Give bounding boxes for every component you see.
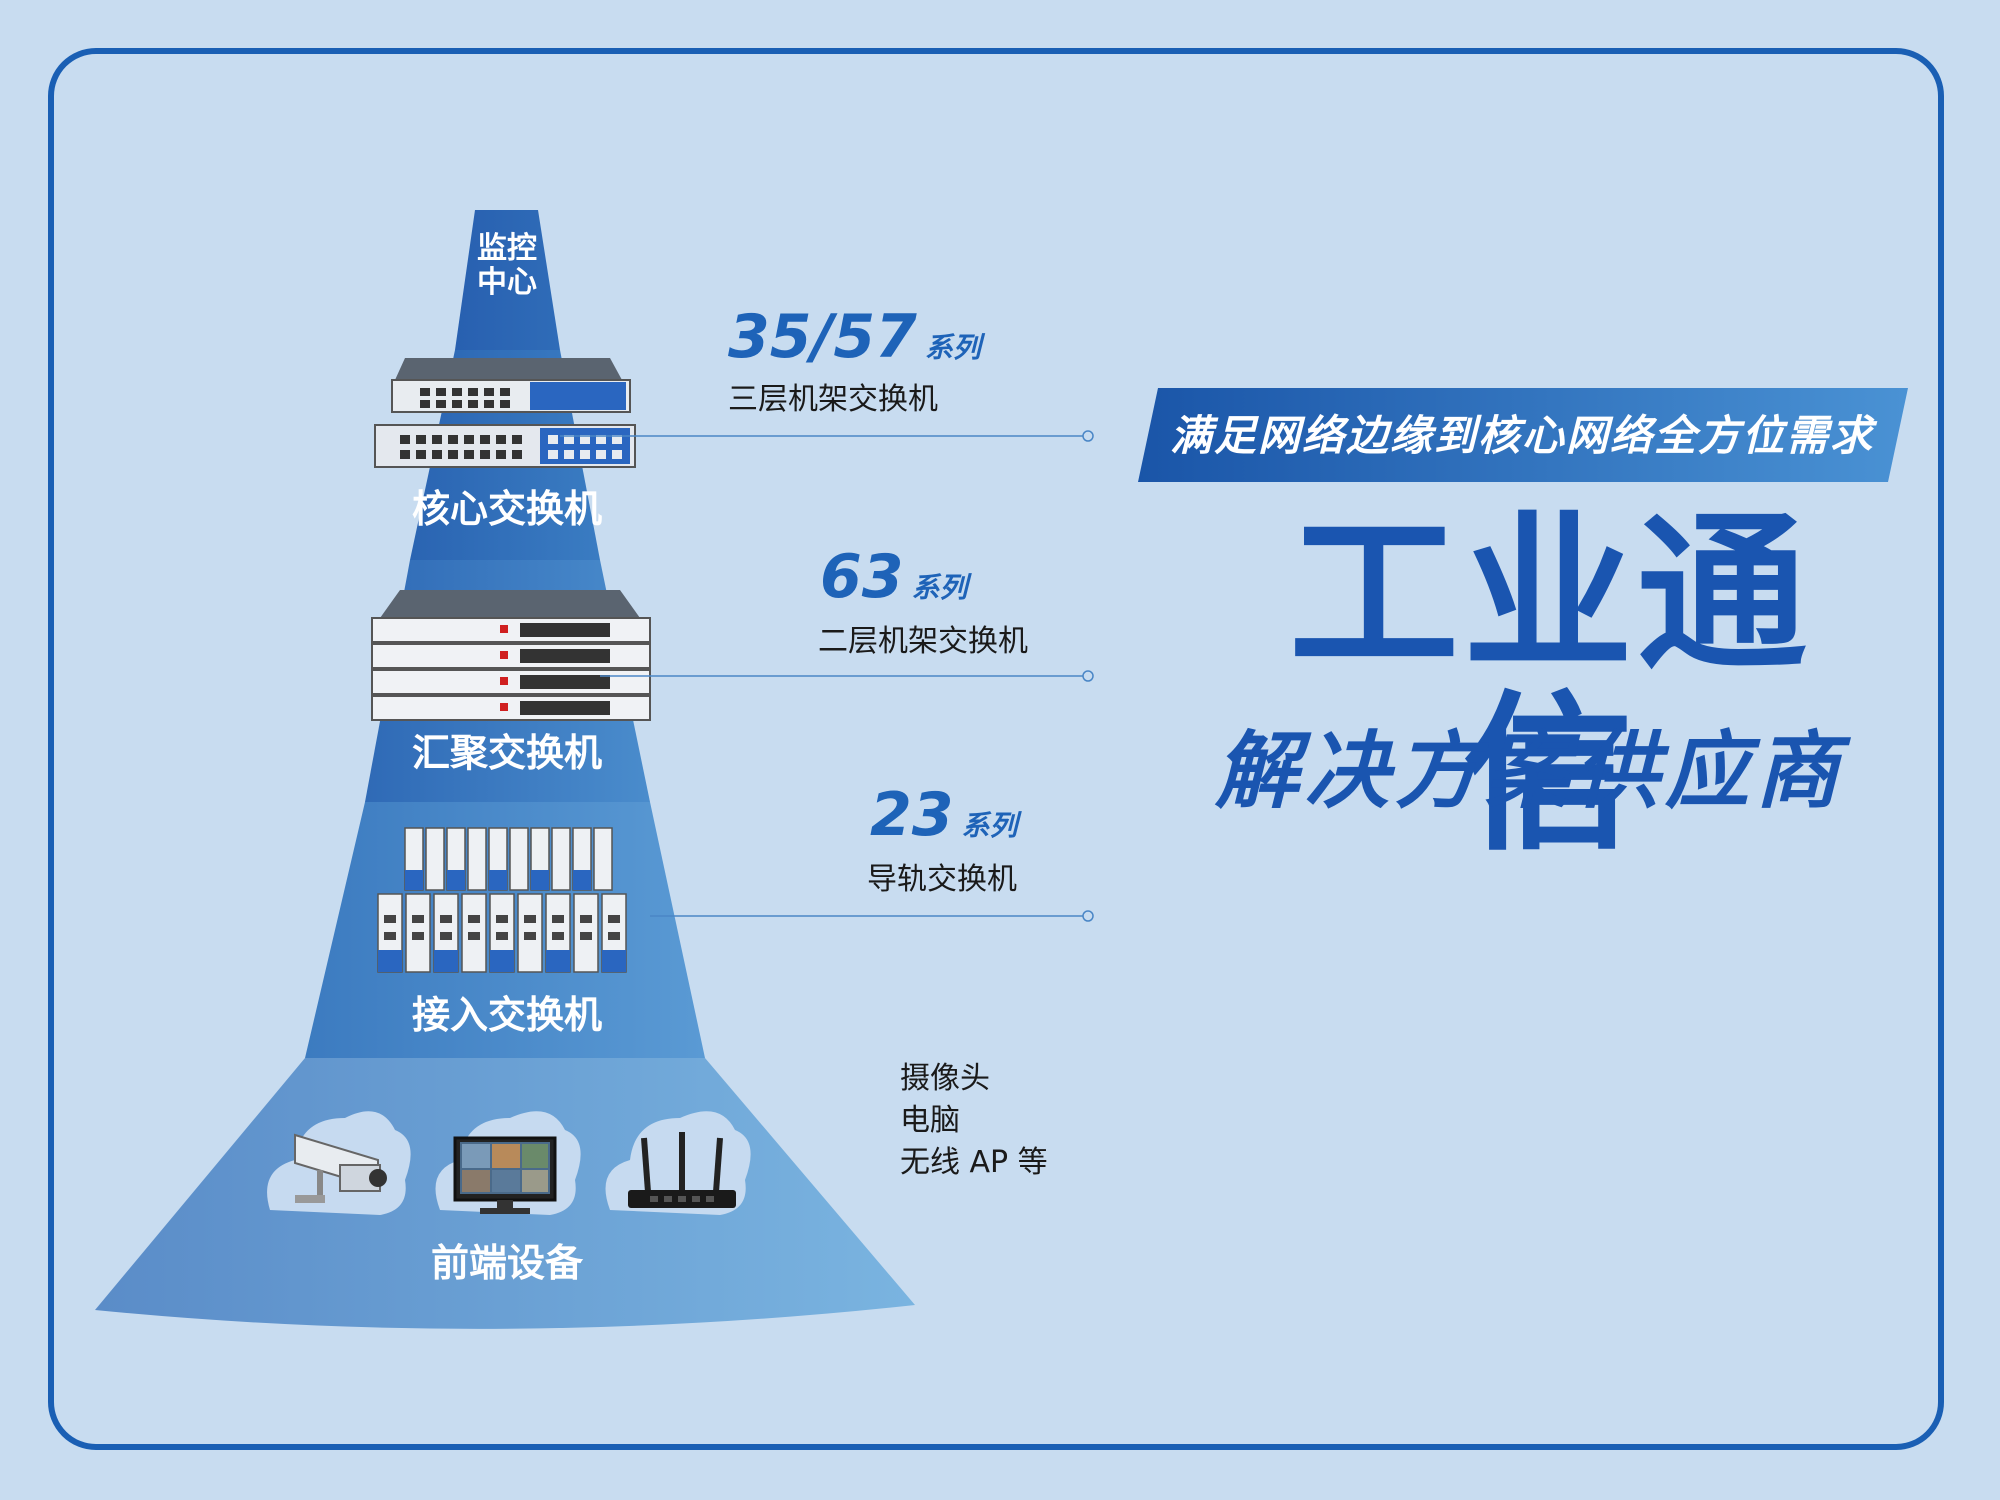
core-series-suffix: 系列 xyxy=(924,331,981,364)
core-series-desc: 三层机架交换机 xyxy=(728,382,938,417)
aggregation-series-number: 63 xyxy=(820,542,904,612)
frontend-tier-label: 前端设备 xyxy=(430,1241,583,1285)
core-series-number: 35/57 xyxy=(728,302,917,372)
headline-title: 工业通信 xyxy=(1288,496,1811,874)
access-series-suffix: 系列 xyxy=(961,809,1018,842)
pyramid-apex xyxy=(455,210,560,350)
core-switch-image xyxy=(374,358,636,468)
access-series-desc: 导轨交换机 xyxy=(867,862,1017,897)
aggregation-series-desc: 二层机架交换机 xyxy=(818,624,1028,659)
banner-text: 满足网络边缘到核心网络全方位需求 xyxy=(1170,411,1875,460)
apex-label: 监控中心 xyxy=(477,231,537,300)
endpoint-item: 无线 AP 等 xyxy=(900,1145,1048,1180)
monitor-icon xyxy=(435,1111,581,1215)
aggregation-tier-label: 汇聚交换机 xyxy=(411,731,602,775)
endpoint-item: 电脑 xyxy=(900,1103,960,1138)
access-switch-image xyxy=(377,827,627,973)
router-icon xyxy=(605,1111,751,1215)
endpoint-list: 摄像头 电脑 无线 AP 等 xyxy=(900,1058,1048,1184)
aggregation-connector-dot xyxy=(1082,670,1094,682)
camera-icon xyxy=(267,1111,411,1215)
aggregation-switch-image xyxy=(371,590,651,721)
core-tier-label: 核心交换机 xyxy=(411,487,602,531)
core-connector-dot xyxy=(1082,430,1094,442)
poster-frame xyxy=(48,48,1944,1450)
access-tier-label: 接入交换机 xyxy=(411,993,602,1037)
banner-background xyxy=(1138,388,1908,482)
access-connector-dot xyxy=(1082,910,1094,922)
headline-subtitle: 解决方案供应商 xyxy=(1215,722,1846,820)
endpoint-item: 摄像头 xyxy=(900,1061,990,1096)
aggregation-series-suffix: 系列 xyxy=(911,571,968,604)
access-series-number: 23 xyxy=(870,780,954,850)
